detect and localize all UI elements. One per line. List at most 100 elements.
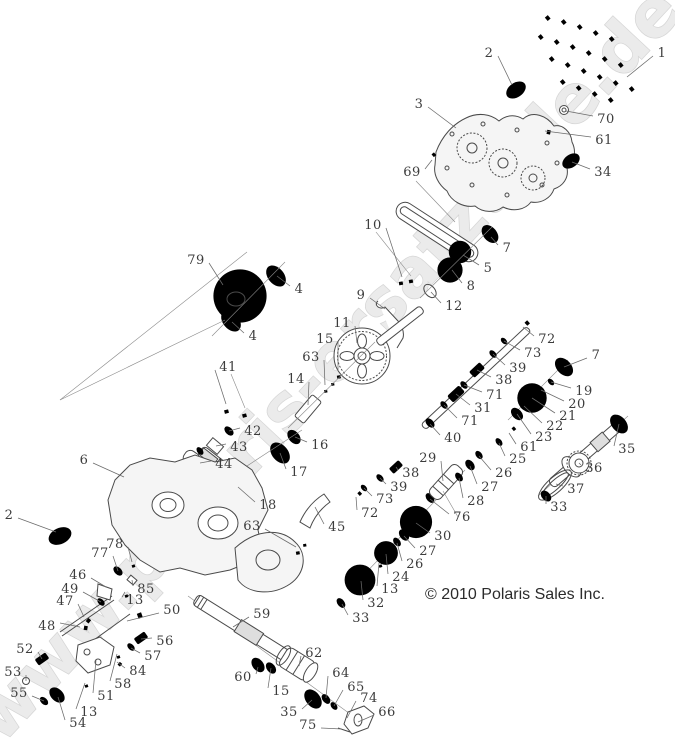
leader-line	[363, 487, 373, 497]
callout-number: 3	[415, 97, 424, 112]
callout-number: 25	[509, 452, 527, 467]
callout-number: 48	[38, 619, 56, 634]
leader-line	[199, 460, 212, 464]
leader-line	[469, 465, 478, 485]
callout-number: 36	[585, 461, 603, 476]
main-housing	[107, 454, 304, 593]
leader-line	[376, 562, 380, 587]
callout-number: 11	[333, 316, 351, 331]
callout-number: 7	[503, 241, 512, 256]
callout-number: 70	[597, 112, 615, 127]
callout-number: 24	[392, 570, 410, 585]
callout-number: 15	[316, 332, 334, 347]
callout-number: 13	[80, 705, 98, 720]
callout-number: 27	[419, 544, 437, 559]
callout-number: 20	[568, 397, 586, 412]
callout-number: 2	[5, 508, 14, 523]
callout-number: 37	[567, 482, 585, 497]
callout-number: 13	[381, 582, 399, 597]
right-gear-shaft	[507, 354, 577, 423]
leader-line	[430, 291, 442, 304]
leader-line	[314, 506, 325, 525]
leader-line	[385, 553, 389, 575]
leader-line	[131, 579, 134, 587]
leader-line	[522, 326, 535, 337]
leader-line	[478, 455, 492, 471]
callout-number: 59	[253, 607, 271, 622]
leader-line	[228, 427, 241, 432]
leader-line	[613, 423, 620, 447]
callout-number: 22	[546, 419, 564, 434]
leader-line	[565, 110, 594, 117]
callout-number: 73	[524, 346, 542, 361]
leader-line	[307, 381, 310, 406]
shift-fork-45	[299, 493, 331, 529]
fitting-43	[205, 436, 225, 456]
reverse-shaft	[351, 320, 531, 502]
callout-number: 69	[403, 165, 421, 180]
leader-line	[451, 269, 463, 284]
callout-number: 39	[509, 361, 527, 376]
callout-number: 19	[575, 384, 593, 399]
callout-number: 76	[453, 510, 471, 525]
callout-number: 71	[486, 388, 504, 403]
callout-number: 4	[249, 329, 258, 344]
leader-line	[82, 591, 102, 603]
copyright-text: © 2010 Polaris Sales Inc.	[425, 586, 605, 603]
gearcase-cover	[434, 113, 575, 212]
leader-line	[17, 517, 57, 533]
leader-line	[57, 696, 66, 721]
sprocket-11	[333, 327, 391, 385]
leader-line	[255, 666, 259, 675]
callout-number: 16	[311, 438, 329, 453]
leader-line	[116, 661, 126, 669]
leader-line	[492, 353, 506, 366]
callout-number: 75	[299, 718, 317, 733]
output-shaft-59	[187, 594, 375, 735]
callout-number: 10	[364, 218, 382, 233]
callout-number: 60	[234, 670, 252, 685]
callout-number: 40	[444, 431, 462, 446]
callout-number: 56	[156, 634, 174, 649]
callout-number: 33	[352, 611, 370, 626]
callout-number: 1	[658, 46, 667, 61]
leader-line	[497, 55, 513, 86]
leader-line	[355, 496, 358, 511]
callout-number: 13	[126, 593, 144, 608]
callout-number: 84	[129, 664, 147, 679]
callout-number: 61	[595, 133, 613, 148]
leader-line	[77, 603, 85, 618]
leader-line	[429, 423, 441, 436]
leader-line	[59, 622, 81, 628]
leader-line	[92, 462, 125, 478]
leader-line	[544, 130, 592, 138]
leader-line	[323, 359, 326, 386]
leader-line	[214, 369, 227, 405]
leader-line	[540, 389, 565, 402]
callout-number: 33	[550, 500, 568, 515]
callout-number: 54	[69, 716, 87, 731]
leader-line	[92, 659, 97, 694]
leader-line	[357, 714, 375, 723]
leader-line	[341, 603, 349, 616]
oil-pickup-9	[375, 300, 404, 349]
callout-number: 66	[378, 705, 396, 720]
callout-number: 72	[538, 332, 556, 347]
leader-line	[463, 384, 483, 393]
callout-number: 38	[402, 466, 420, 481]
bearing-4a	[262, 261, 290, 291]
exploded-parts-art	[22, 15, 635, 735]
leader-line	[264, 528, 297, 548]
callout-number: 55	[10, 686, 28, 701]
leader-line	[476, 369, 492, 378]
leader-line	[231, 321, 245, 334]
leader-line	[37, 651, 43, 660]
leader-line	[127, 546, 133, 563]
leader-line	[346, 700, 357, 719]
leader-line	[455, 393, 471, 406]
leader-line	[523, 405, 543, 424]
leader-line	[267, 667, 272, 689]
leader-line	[443, 404, 458, 419]
callout-number: 64	[332, 666, 350, 681]
